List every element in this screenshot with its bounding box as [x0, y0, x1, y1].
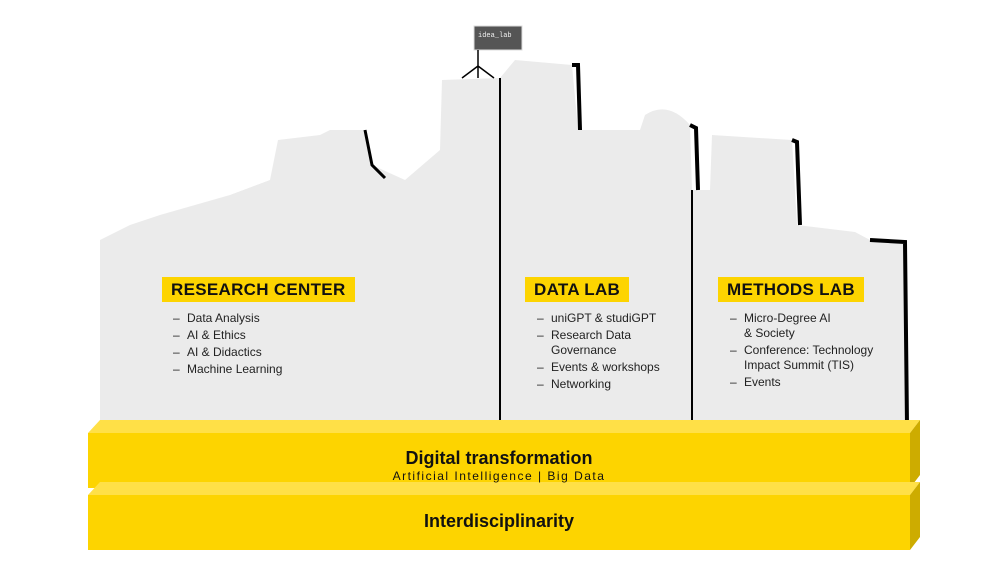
digital-transformation-subtitle: Artificial Intelligence | Big Data [392, 469, 606, 483]
list-item: Networking [537, 377, 677, 392]
foundation-layer-2 [88, 482, 920, 550]
data-lab-list: uniGPT & studiGPT Research Data Governan… [537, 311, 677, 394]
idea-lab-sign: idea_lab [461, 25, 523, 79]
methods-lab-list: Micro-Degree AI & Society Conference: Te… [730, 311, 880, 392]
foundation-layer-1 [88, 420, 920, 488]
list-item: AI & Ethics [173, 328, 353, 343]
list-item: AI & Didactics [173, 345, 353, 360]
research-center-list: Data Analysis AI & Ethics AI & Didactics… [173, 311, 353, 379]
list-item: uniGPT & studiGPT [537, 311, 677, 326]
list-item: Machine Learning [173, 362, 353, 377]
list-item: Data Analysis [173, 311, 353, 326]
list-item: Events & workshops [537, 360, 677, 375]
digital-transformation-title: Digital transformation [405, 448, 593, 468]
research-center-title: RESEARCH CENTER [162, 277, 355, 302]
list-item: Conference: Technology Impact Summit (TI… [730, 343, 880, 373]
list-item: Research Data Governance [537, 328, 641, 358]
list-item: Micro-Degree AI & Society [730, 311, 834, 341]
methods-lab-title: METHODS LAB [718, 277, 864, 302]
data-lab-title: DATA LAB [525, 277, 630, 302]
svg-text:idea_lab: idea_lab [478, 32, 512, 40]
list-item: Events [730, 375, 880, 390]
interdisciplinarity-title: Interdisciplinarity [423, 511, 575, 531]
